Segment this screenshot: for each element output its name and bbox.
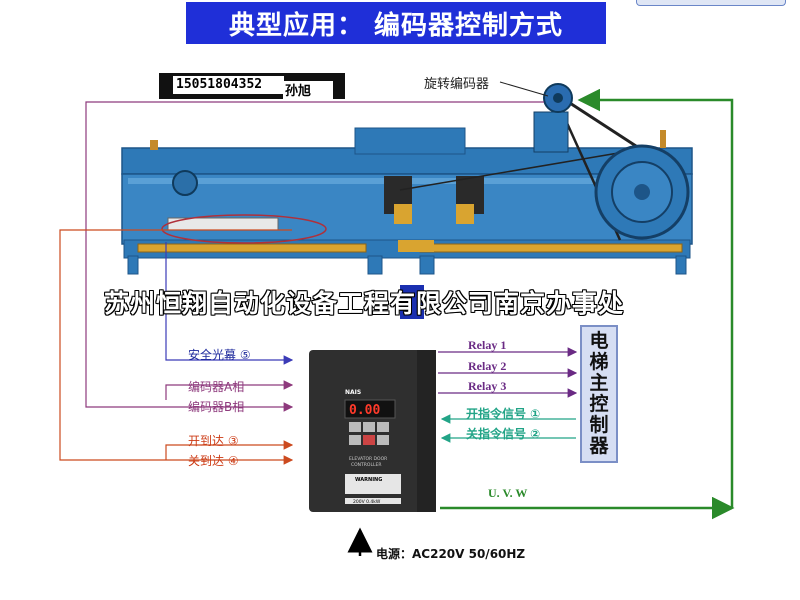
light-curtain-label: 安全光幕 ⑤ — [188, 348, 251, 362]
watermark-highlight — [400, 285, 424, 319]
corner-tab — [636, 0, 786, 6]
elevator-main-controller: 电 梯 主 控 制 器 — [580, 325, 618, 463]
company-watermark: 苏州恒翔自动化设备工程有限公司南京办事处 — [104, 289, 625, 318]
encoder-b-label: 编码器B相 — [188, 400, 245, 414]
encoder-a-label: 编码器A相 — [188, 380, 245, 394]
contact-phone: 15051804352 — [173, 76, 284, 94]
encoder-label: 旋转编码器 — [424, 77, 490, 92]
contact-name: 孙旭 — [283, 81, 333, 103]
controller-char: 控 — [589, 393, 609, 415]
open-command-label: 开指令信号 ① — [466, 407, 541, 421]
device-caption-1: ELEVATOR DOOR — [349, 456, 387, 462]
device-display: 0.00 — [349, 403, 380, 418]
uvw-output-label: U. V. W — [488, 486, 528, 500]
close-command-label: 关指令信号 ② — [466, 427, 541, 441]
controller-char: 主 — [589, 372, 609, 394]
page-title: 典型应用： 编码器控制方式 — [186, 2, 606, 44]
controller-char: 制 — [589, 414, 609, 436]
close-arrive-label: 关到达 ④ — [188, 454, 239, 468]
door-controller-device: NAIS 0.00 ELEVATOR DOOR CONTROLLER WARNI… — [309, 350, 436, 512]
open-arrive-label: 开到达 ③ — [188, 434, 239, 448]
device-brand: NAIS — [345, 389, 361, 396]
device-caption-2: CONTROLLER — [351, 462, 381, 468]
device-rating: 200V 0.4kW — [353, 499, 381, 505]
device-warning: WARNING — [355, 477, 382, 483]
controller-char: 梯 — [589, 351, 609, 373]
relay-2-label: Relay 2 — [468, 359, 507, 373]
power-supply-label: 电源：AC220V 50/60HZ — [376, 547, 526, 561]
door-operator-frame — [121, 83, 693, 275]
relay-1-label: Relay 1 — [468, 338, 507, 352]
relay-3-label: Relay 3 — [468, 379, 507, 393]
controller-char: 电 — [589, 330, 609, 352]
controller-char: 器 — [589, 435, 609, 457]
